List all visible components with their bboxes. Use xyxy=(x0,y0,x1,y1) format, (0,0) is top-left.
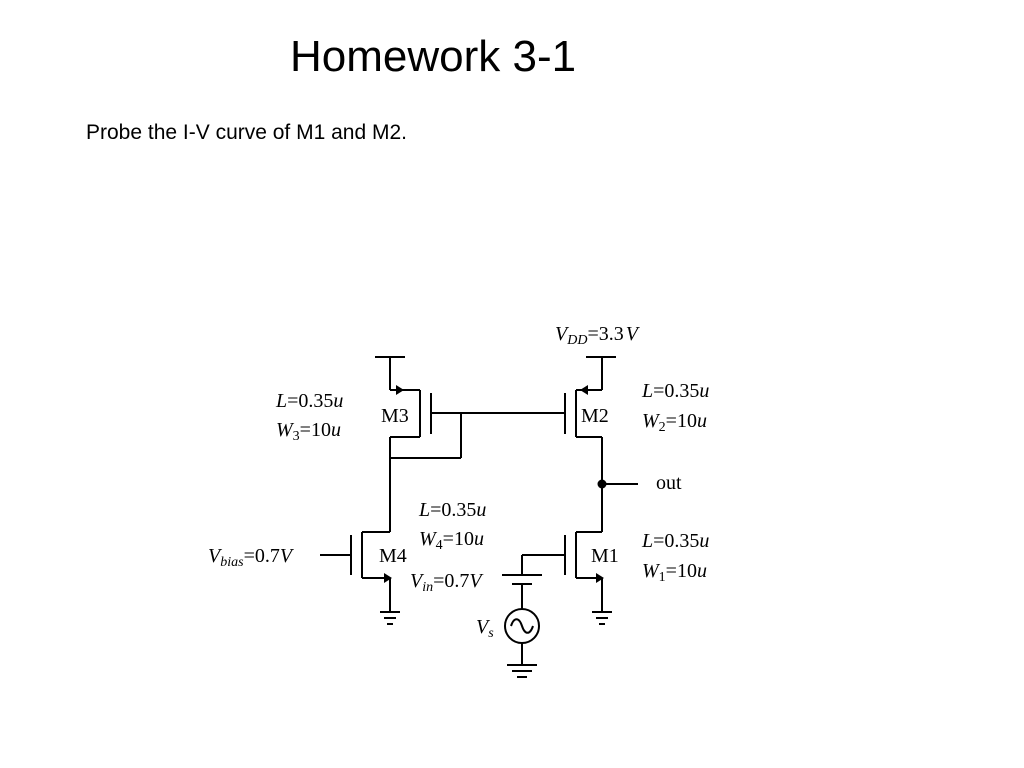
transistor-m1 xyxy=(564,531,604,612)
vin-label: Vin=0.7V xyxy=(410,570,484,595)
dc-source-icon xyxy=(502,574,542,585)
m2-name-label: M2 xyxy=(581,405,609,427)
transistor-m3 xyxy=(389,385,432,458)
m3-name-label: M3 xyxy=(381,405,409,427)
m2-length-label: L=0.35u xyxy=(641,380,709,402)
vdd-rail-right xyxy=(586,356,616,390)
m3-width-label: W3=10u xyxy=(276,419,341,444)
input-gate-wire xyxy=(521,554,565,575)
m1-length-label: L=0.35u xyxy=(641,530,709,552)
diode-connection-m3 xyxy=(390,413,462,459)
m3-length-label: L=0.35u xyxy=(275,390,343,412)
slide-title: Homework 3-1 xyxy=(290,32,577,81)
transistor-m4 xyxy=(350,531,392,612)
vbias-label: Vbias=0.7V xyxy=(208,545,295,570)
m4-name-label: M4 xyxy=(379,545,407,567)
output-label: out xyxy=(656,472,682,494)
m4-width-label: W4=10u xyxy=(419,528,484,553)
vs-label: Vs xyxy=(476,616,494,641)
ground-icon xyxy=(380,611,400,625)
source-arrow-icon xyxy=(580,385,588,395)
ground-icon xyxy=(507,664,537,678)
m4-length-label: L=0.35u xyxy=(418,499,486,521)
ground-icon xyxy=(592,611,612,625)
m1-name-label: M1 xyxy=(591,545,619,567)
output-node xyxy=(597,479,638,489)
source-arrow-icon xyxy=(384,573,392,583)
vdd-rail-left xyxy=(375,356,405,390)
m1-width-label: W1=10u xyxy=(642,560,707,585)
m2-width-label: W2=10u xyxy=(642,410,707,435)
ac-source-icon xyxy=(504,608,540,644)
slide-instruction: Probe the I-V curve of M1 and M2. xyxy=(86,121,407,144)
source-arrow-icon xyxy=(596,573,604,583)
source-arrow-icon xyxy=(396,385,404,395)
